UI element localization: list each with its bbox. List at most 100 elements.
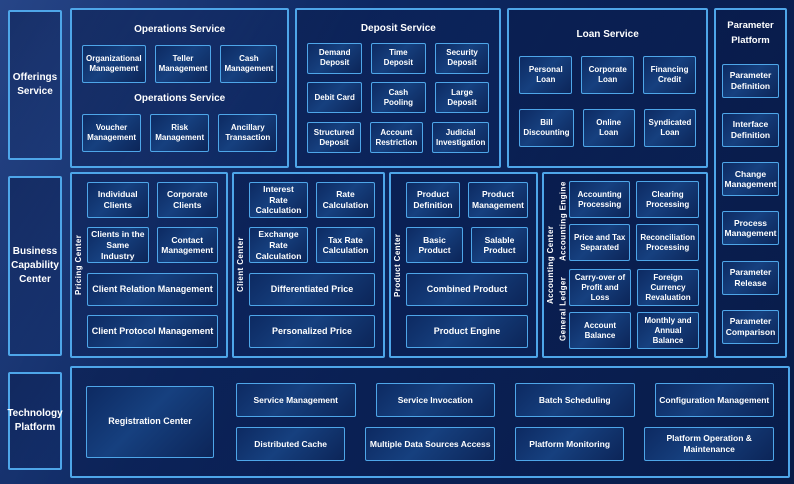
- parameter-platform-title: Parameter Platform: [727, 20, 774, 47]
- box-organizational-management: Organizational Management: [82, 45, 146, 83]
- box-individual-clients: Individual Clients: [87, 182, 149, 218]
- product-center-group: Product Center Product Definition Produc…: [389, 172, 538, 358]
- product-center-content: Product Definition Product Management Ba…: [404, 174, 536, 356]
- box-parameter-definition: Parameter Definition: [722, 63, 779, 98]
- accounting-center-vertical-label: Accounting Center: [546, 225, 555, 305]
- box-basic-product: Basic Product: [406, 227, 463, 264]
- deposit-row-3: Structured Deposit Account Restriction J…: [307, 122, 490, 154]
- technology-platform-label: Technology Platform: [7, 372, 63, 470]
- product-row-1: Product Definition Product Management: [406, 182, 528, 218]
- box-demand-deposit: Demand Deposit: [307, 42, 363, 74]
- box-personalized-price: Personalized Price: [249, 314, 375, 348]
- box-personal-loan: Personal Loan: [519, 55, 573, 94]
- box-contact-management: Contact Management: [156, 227, 218, 264]
- box-distributed-cache: Distributed Cache: [236, 427, 346, 461]
- box-syndicated-loan: Syndicated Loan: [643, 108, 696, 147]
- operations-service-group: Operations Service Organizational Manage…: [70, 8, 290, 168]
- pricing-center-content: Individual Clients Corporate Clients Cli…: [85, 174, 226, 356]
- technology-platform-label-text: Technology Platform: [7, 408, 63, 433]
- box-configuration-management: Configuration Management: [654, 383, 774, 417]
- box-judicial-investigation: Judicial Investigation: [432, 122, 490, 154]
- pricing-row-2: Clients in the Same Industry Contact Man…: [87, 227, 218, 264]
- box-differentiated-price: Differentiated Price: [249, 272, 375, 306]
- accounting-engine-section: Accounting Engine Accounting Processing …: [557, 181, 699, 261]
- operations-row-1: Organizational Management Teller Managem…: [82, 45, 278, 83]
- box-interface-definition: Interface Definition: [722, 112, 779, 147]
- technology-platform-group: Registration Center Service Management S…: [70, 366, 790, 478]
- box-interest-rate-calculation: Interest Rate Calculation: [249, 182, 308, 218]
- box-voucher-management: Voucher Management: [82, 114, 142, 152]
- box-corporate-loan: Corporate Loan: [581, 55, 635, 94]
- box-salable-product: Salable Product: [471, 227, 528, 264]
- deposit-service-group: Deposit Service Demand Deposit Time Depo…: [295, 8, 502, 168]
- box-security-deposit: Security Deposit: [434, 42, 490, 74]
- product-row-2: Basic Product Salable Product: [406, 227, 528, 264]
- box-debit-card: Debit Card: [307, 82, 363, 114]
- box-online-loan: Online Loan: [582, 108, 635, 147]
- pricing-row-1: Individual Clients Corporate Clients: [87, 182, 218, 218]
- box-service-invocation: Service Invocation: [375, 383, 495, 417]
- middle-band: Pricing Center Individual Clients Corpor…: [70, 172, 708, 358]
- loan-row-2: Bill Discounting Online Loan Syndicated …: [519, 108, 696, 147]
- box-rate-calculation: Rate Calculation: [316, 182, 375, 218]
- technology-platform-grid: Service Management Service Invocation Ba…: [236, 383, 774, 461]
- client-row-2: Exchange Rate Calculation Tax Rate Calcu…: [249, 227, 375, 264]
- client-center-vertical-label: Client Center: [236, 237, 245, 293]
- accounting-engine-vertical-label: Accounting Engine: [558, 181, 568, 261]
- box-foreign-currency-revaluation: Foreign Currency Revaluation: [637, 269, 699, 306]
- box-time-deposit: Time Deposit: [371, 42, 426, 74]
- deposit-service-title: Deposit Service: [360, 22, 436, 34]
- box-tax-rate-calculation: Tax Rate Calculation: [316, 227, 375, 264]
- box-registration-center: Registration Center: [86, 386, 214, 458]
- box-corporate-clients: Corporate Clients: [156, 182, 218, 218]
- box-product-definition: Product Definition: [406, 182, 461, 218]
- technology-row-2: Distributed Cache Multiple Data Sources …: [236, 427, 774, 461]
- accounting-center-content: Accounting Engine Accounting Processing …: [557, 174, 706, 356]
- box-service-management: Service Management: [236, 383, 356, 417]
- parameter-platform-group: Parameter Platform Parameter Definition …: [714, 8, 787, 358]
- box-parameter-comparison: Parameter Comparison: [722, 309, 779, 344]
- business-capability-center-label: Business Capability Center: [8, 176, 62, 356]
- box-cash-management: Cash Management: [220, 45, 278, 83]
- box-clients-same-industry: Clients in the Same Industry: [87, 227, 149, 264]
- pricing-center-vertical-label: Pricing Center: [74, 234, 83, 296]
- box-carry-over-profit-loss: Carry-over of Profit and Loss: [569, 269, 631, 306]
- general-ledger-section: General Ledger Carry-over of Profit and …: [557, 269, 699, 349]
- client-center-content: Interest Rate Calculation Rate Calculati…: [247, 174, 383, 356]
- offerings-service-label: Offerings Service: [8, 10, 62, 160]
- box-client-protocol-management: Client Protocol Management: [87, 314, 218, 348]
- box-combined-product: Combined Product: [406, 272, 528, 306]
- general-ledger-vertical-label: General Ledger: [558, 276, 568, 342]
- box-platform-monitoring: Platform Monitoring: [515, 427, 625, 461]
- accounting-engine-grid: Accounting Processing Clearing Processin…: [569, 181, 699, 261]
- client-center-group: Client Center Interest Rate Calculation …: [232, 172, 385, 358]
- box-batch-scheduling: Batch Scheduling: [515, 383, 635, 417]
- operations-service-title: Operations Service: [134, 24, 226, 35]
- box-cash-pooling: Cash Pooling: [371, 82, 426, 114]
- box-bill-discounting: Bill Discounting: [519, 108, 574, 147]
- box-clearing-processing: Clearing Processing: [636, 181, 699, 218]
- box-process-management: Process Management: [722, 211, 779, 246]
- deposit-row-2: Debit Card Cash Pooling Large Deposit: [307, 82, 490, 114]
- box-account-balance: Account Balance: [569, 312, 631, 349]
- box-ancillary-transaction: Ancillary Transaction: [218, 114, 278, 152]
- box-large-deposit: Large Deposit: [434, 82, 490, 114]
- box-client-relation-management: Client Relation Management: [87, 272, 218, 306]
- box-structured-deposit: Structured Deposit: [307, 122, 361, 154]
- business-capability-center-label-text: Business Capability Center: [11, 246, 59, 285]
- box-product-engine: Product Engine: [406, 314, 528, 348]
- loan-service-group: Loan Service Personal Loan Corporate Loa…: [507, 8, 708, 168]
- technology-row-1: Service Management Service Invocation Ba…: [236, 383, 774, 417]
- box-risk-management: Risk Management: [150, 114, 210, 152]
- box-monthly-annual-balance: Monthly and Annual Balance: [637, 312, 699, 349]
- box-account-restriction: Account Restriction: [369, 122, 423, 154]
- box-exchange-rate-calculation: Exchange Rate Calculation: [249, 227, 308, 264]
- box-reconciliation-processing: Reconciliation Processing: [636, 224, 699, 261]
- box-parameter-release: Parameter Release: [722, 260, 779, 295]
- box-accounting-processing: Accounting Processing: [569, 181, 631, 218]
- product-center-vertical-label: Product Center: [393, 233, 402, 297]
- general-ledger-grid: Carry-over of Profit and Loss Foreign Cu…: [569, 269, 699, 349]
- box-change-management: Change Management: [722, 162, 779, 197]
- box-price-and-tax-separated: Price and Tax Separated: [569, 224, 631, 261]
